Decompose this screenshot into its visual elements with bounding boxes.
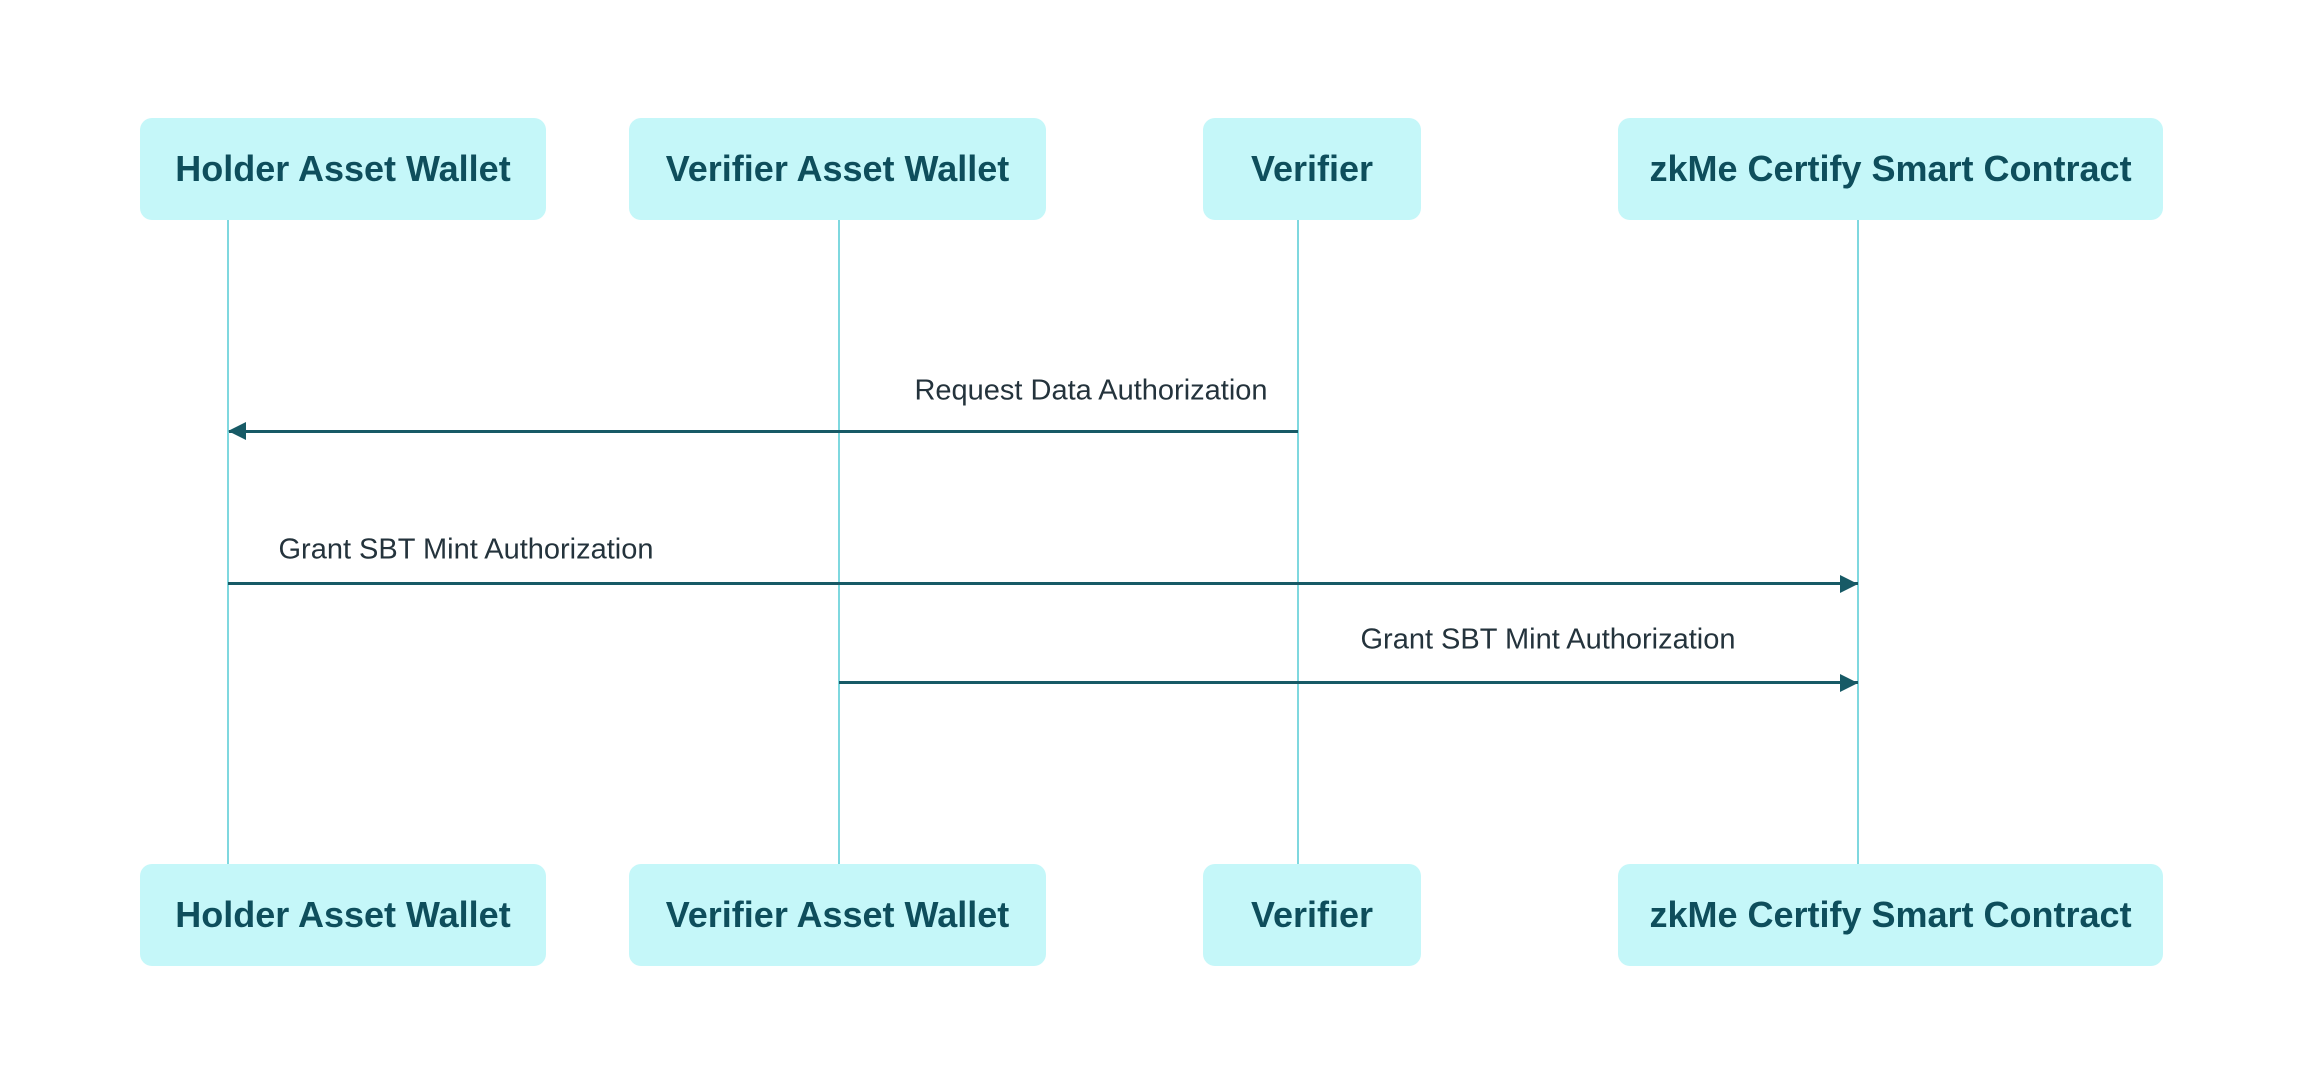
participant-verifier-bottom: Verifier [1203, 864, 1421, 966]
arrowhead-right-icon [1840, 674, 1858, 692]
message-arrow-grant-sbt-mint-authorization-1 [228, 582, 1858, 585]
lifeline-holder-asset-wallet [227, 220, 229, 864]
message-label-request-data-authorization: Request Data Authorization [914, 374, 1268, 407]
participant-zkme-certify-smart-contract-bottom: zkMe Certify Smart Contract [1618, 864, 2163, 966]
lifeline-verifier-asset-wallet [838, 220, 840, 864]
participant-holder-asset-wallet-bottom: Holder Asset Wallet [140, 864, 546, 966]
message-arrow-request-data-authorization [229, 430, 1298, 433]
participant-verifier-asset-wallet-top: Verifier Asset Wallet [629, 118, 1046, 220]
arrowhead-right-icon [1840, 575, 1858, 593]
message-label-grant-sbt-mint-authorization-2: Grant SBT Mint Authorization [1360, 623, 1736, 656]
participant-zkme-certify-smart-contract-top: zkMe Certify Smart Contract [1618, 118, 2163, 220]
lifeline-verifier [1297, 220, 1299, 864]
arrowhead-left-icon [228, 422, 246, 440]
participant-verifier-asset-wallet-bottom: Verifier Asset Wallet [629, 864, 1046, 966]
participant-holder-asset-wallet-top: Holder Asset Wallet [140, 118, 546, 220]
message-label-grant-sbt-mint-authorization-1: Grant SBT Mint Authorization [278, 533, 654, 566]
message-arrow-grant-sbt-mint-authorization-2 [839, 681, 1858, 684]
participant-verifier-top: Verifier [1203, 118, 1421, 220]
lifeline-zkme-certify-smart-contract [1857, 220, 1859, 864]
